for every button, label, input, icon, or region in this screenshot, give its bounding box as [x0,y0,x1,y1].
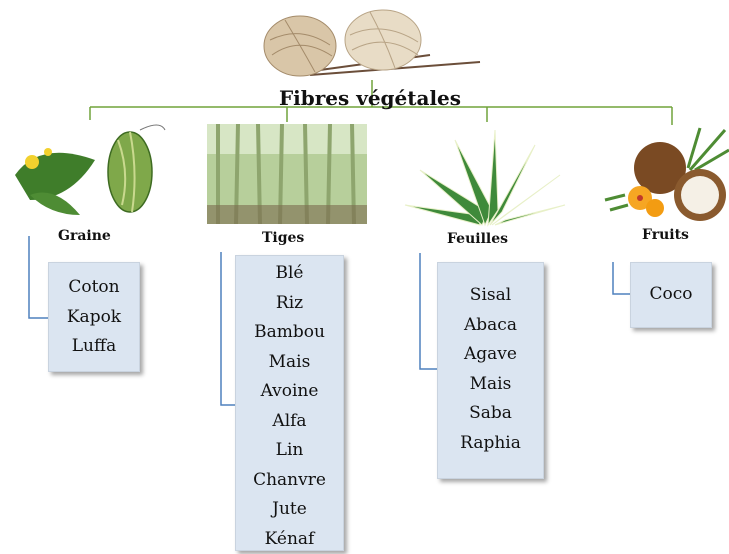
leaf-agave-image [405,130,565,225]
feuilles-box: Sisal Abaca Agave Mais Saba Raphia [437,262,544,479]
category-label-graine: Graine [58,228,111,244]
fruits-box: Coco [630,262,712,328]
category-label-fruits: Fruits [642,227,689,243]
list-item: Raphia [438,429,543,459]
fruits-list: Coco [631,263,711,310]
diagram-title: Fibres végétales [270,86,470,110]
list-item: Kénaf [236,525,343,554]
category-label-feuilles: Feuilles [447,231,508,247]
list-item: Bambou [236,318,343,348]
graine-list: Coton Kapok Luffa [49,263,139,362]
list-item: Sisal [438,281,543,311]
list-item: Jute [236,495,343,525]
tiges-list: Blé Riz Bambou Mais Avoine Alfa Lin Chan… [236,256,343,554]
list-item: Agave [438,340,543,370]
yarn-balls-image [264,10,480,76]
list-item: Avoine [236,377,343,407]
list-item: Riz [236,289,343,319]
list-item: Saba [438,399,543,429]
list-item: Blé [236,259,343,289]
list-item: Coco [631,280,711,310]
graine-box: Coton Kapok Luffa [48,262,140,372]
list-item: Chanvre [236,466,343,496]
list-item: Abaca [438,311,543,341]
tiges-box: Blé Riz Bambou Mais Avoine Alfa Lin Chan… [235,255,344,551]
list-item: Coton [49,273,139,303]
list-item: Alfa [236,407,343,437]
list-item: Lin [236,436,343,466]
list-item: Luffa [49,332,139,362]
stem-bamboo-image [207,124,367,224]
list-item: Mais [438,370,543,400]
list-item: Kapok [49,303,139,333]
list-item: Mais [236,348,343,378]
category-label-tiges: Tiges [262,230,304,246]
fruit-coconut-image [605,128,729,221]
feuilles-list: Sisal Abaca Agave Mais Saba Raphia [438,263,543,458]
seed-plant-image [15,125,165,215]
